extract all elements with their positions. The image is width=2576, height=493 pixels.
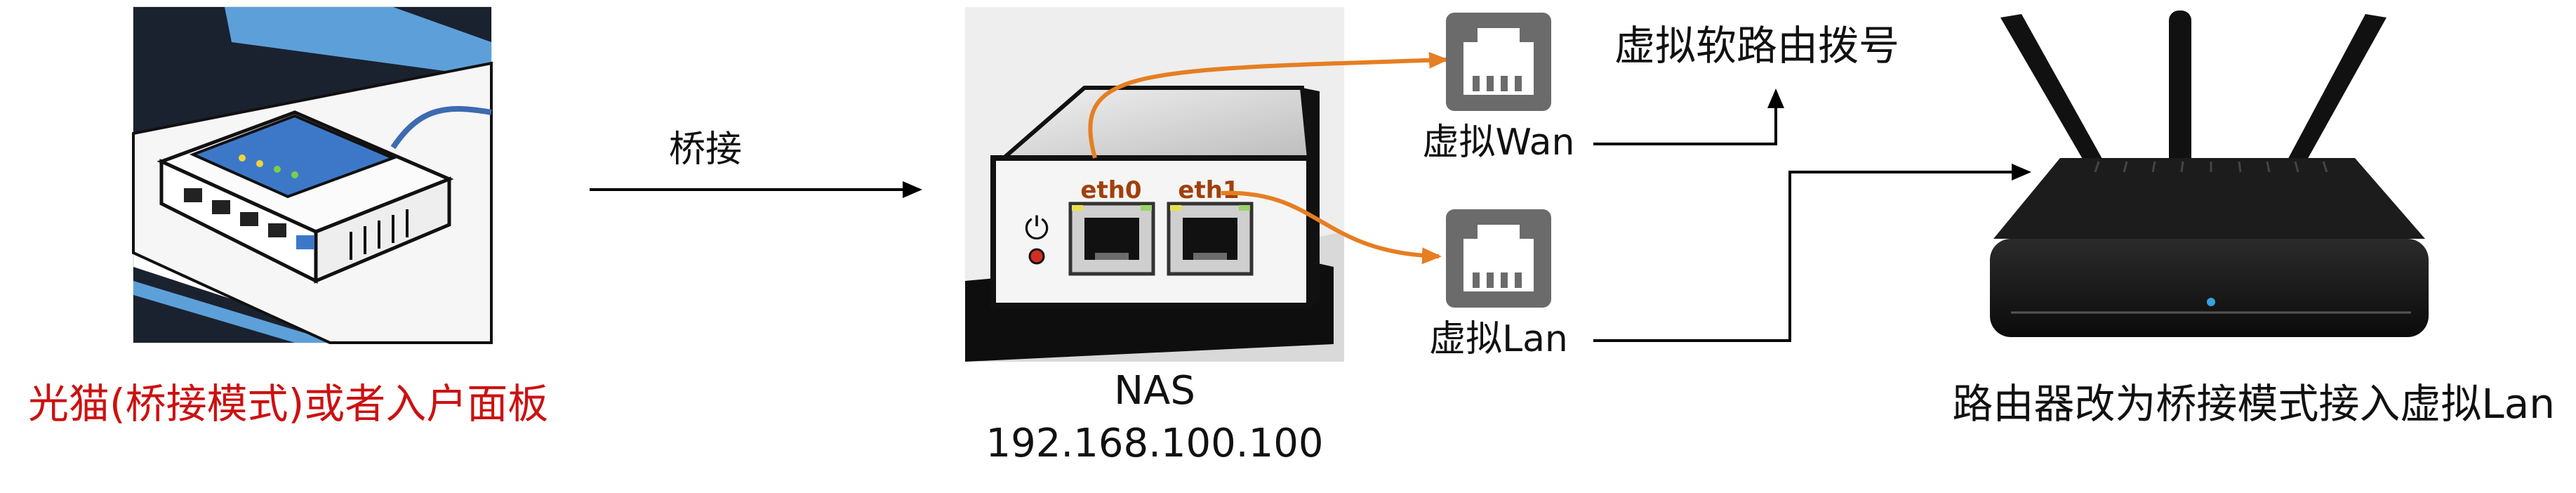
router-power-led (2207, 298, 2215, 306)
wan-dial-arrow (1593, 88, 1784, 145)
nas-name: NAS (1114, 368, 1195, 414)
virtual-wan-note: 虚拟软路由拨号 (1614, 22, 1899, 70)
nas-ip: 192.168.100.100 (986, 421, 1324, 466)
router-caption: 路由器改为桥接模式接入虚拟Lan (1952, 380, 2555, 428)
lan-to-router-arrow (1593, 164, 2031, 342)
nas-port-eth1-label: eth1 (1178, 176, 1239, 204)
bridge-arrow-label: 桥接 (669, 129, 742, 171)
eth0-to-wan-connector (1088, 51, 1449, 159)
nas-port-eth0-label: eth0 (1080, 176, 1141, 204)
virtual-lan-label: 虚拟Lan (1429, 318, 1568, 360)
nas-image: ⏻ (965, 7, 1344, 362)
modem-image (132, 6, 493, 344)
power-icon: ⏻ (1025, 211, 1049, 246)
eth1-to-lan-connector (1221, 190, 1442, 265)
router-image (1990, 11, 2429, 337)
virtual-wan-label: 虚拟Wan (1423, 121, 1575, 164)
virtual-wan-port-icon (1446, 13, 1551, 111)
power-led (1028, 248, 1045, 265)
virtual-lan-port-icon (1446, 209, 1551, 308)
modem-caption: 光猫(桥接模式)或者入户面板 (28, 380, 548, 428)
